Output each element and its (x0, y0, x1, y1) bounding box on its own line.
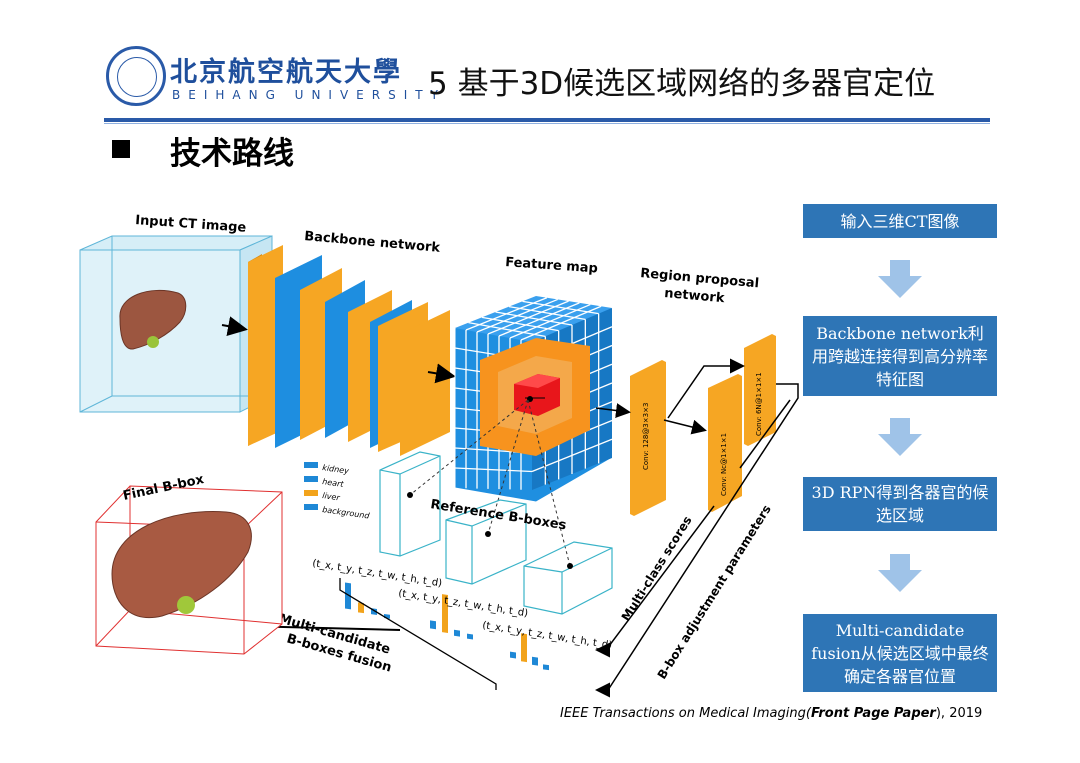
header-divider-thin (104, 123, 990, 124)
citation-highlight: Front Page Paper (810, 706, 936, 721)
slide-title: 5 基于3D候选区域网络的多器官定位 (428, 66, 936, 102)
university-seal-icon (106, 46, 166, 106)
step-4-box: Multi-candidate fusion从候选区域中最终确定各器官位置 (803, 614, 997, 692)
backbone-label: Backbone network (304, 229, 441, 256)
legend-heart: heart (322, 477, 345, 489)
params-group-1: (t_x, t_y, t_z, t_w, t_h, t_d) (312, 558, 443, 589)
rpn-arrows (595, 358, 799, 698)
down-arrow-icon (878, 418, 922, 456)
rpn-layers: Conv: 128@3×3×3 Conv: Nc@1×1×1 Conv: 6N@… (630, 334, 776, 516)
class-legend: kidney heart liver background (304, 462, 371, 521)
step-3-box: 3D RPN得到各器官的候选区域 (803, 477, 997, 531)
logo-chinese-name: 北京航空航天大學 (170, 57, 402, 88)
step-1-box: 输入三维CT图像 (803, 204, 997, 238)
step-2-box: Backbone network利用跨越连接得到高分辨率特征图 (803, 316, 997, 396)
section-bullet (112, 140, 130, 158)
legend-liver: liver (322, 491, 341, 502)
feature-map-cube (454, 295, 613, 503)
legend-background: background (322, 505, 371, 521)
reference-label: Reference B-boxes (429, 497, 567, 533)
rpn-conv2-label: Conv: Nc@1×1×1 (720, 433, 728, 496)
rpn-label-line1: Region proposal (640, 266, 760, 291)
step-arrows (878, 260, 922, 592)
gallbladder-icon (147, 336, 159, 348)
score-bars (345, 582, 549, 671)
multiclass-label: Multi-class scores (619, 514, 695, 624)
projection-lines (409, 399, 571, 567)
rpn-conv1-label: Conv: 128@3×3×3 (642, 403, 650, 470)
input-label: Input CT image (135, 213, 247, 236)
section-title: 技术路线 (170, 136, 294, 172)
liver-icon (119, 289, 187, 350)
university-logo: 北京航空航天大學 BEIHANG UNIVERSITY (106, 46, 478, 112)
final-bbox-cube (95, 485, 283, 655)
input-ct-cube (79, 235, 273, 413)
rpn-label-line2: network (664, 286, 726, 306)
params-group-3: (t_x, t_y, t_z, t_w, t_h, t_d) (482, 620, 613, 651)
down-arrow-icon (878, 554, 922, 592)
liver-icon (111, 511, 252, 618)
citation: IEEE Transactions on Medical Imaging(Fro… (560, 706, 982, 721)
gallbladder-icon (177, 596, 195, 614)
legend-kidney: kidney (322, 463, 350, 476)
logo-english-name: BEIHANG UNIVERSITY (172, 88, 446, 102)
backbone-layers (248, 245, 450, 456)
rpn-conv3-label: Conv: 6N@1×1×1 (755, 372, 763, 436)
params-group-2: (t_x, t_y, t_z, t_w, t_h, t_d) (398, 588, 529, 619)
down-arrow-icon (878, 260, 922, 298)
citation-journal: IEEE Transactions on Medical Imaging( (560, 706, 811, 721)
header-divider (104, 118, 990, 122)
citation-year: ), 2019 (935, 706, 983, 721)
feature-map-label: Feature map (505, 255, 599, 276)
